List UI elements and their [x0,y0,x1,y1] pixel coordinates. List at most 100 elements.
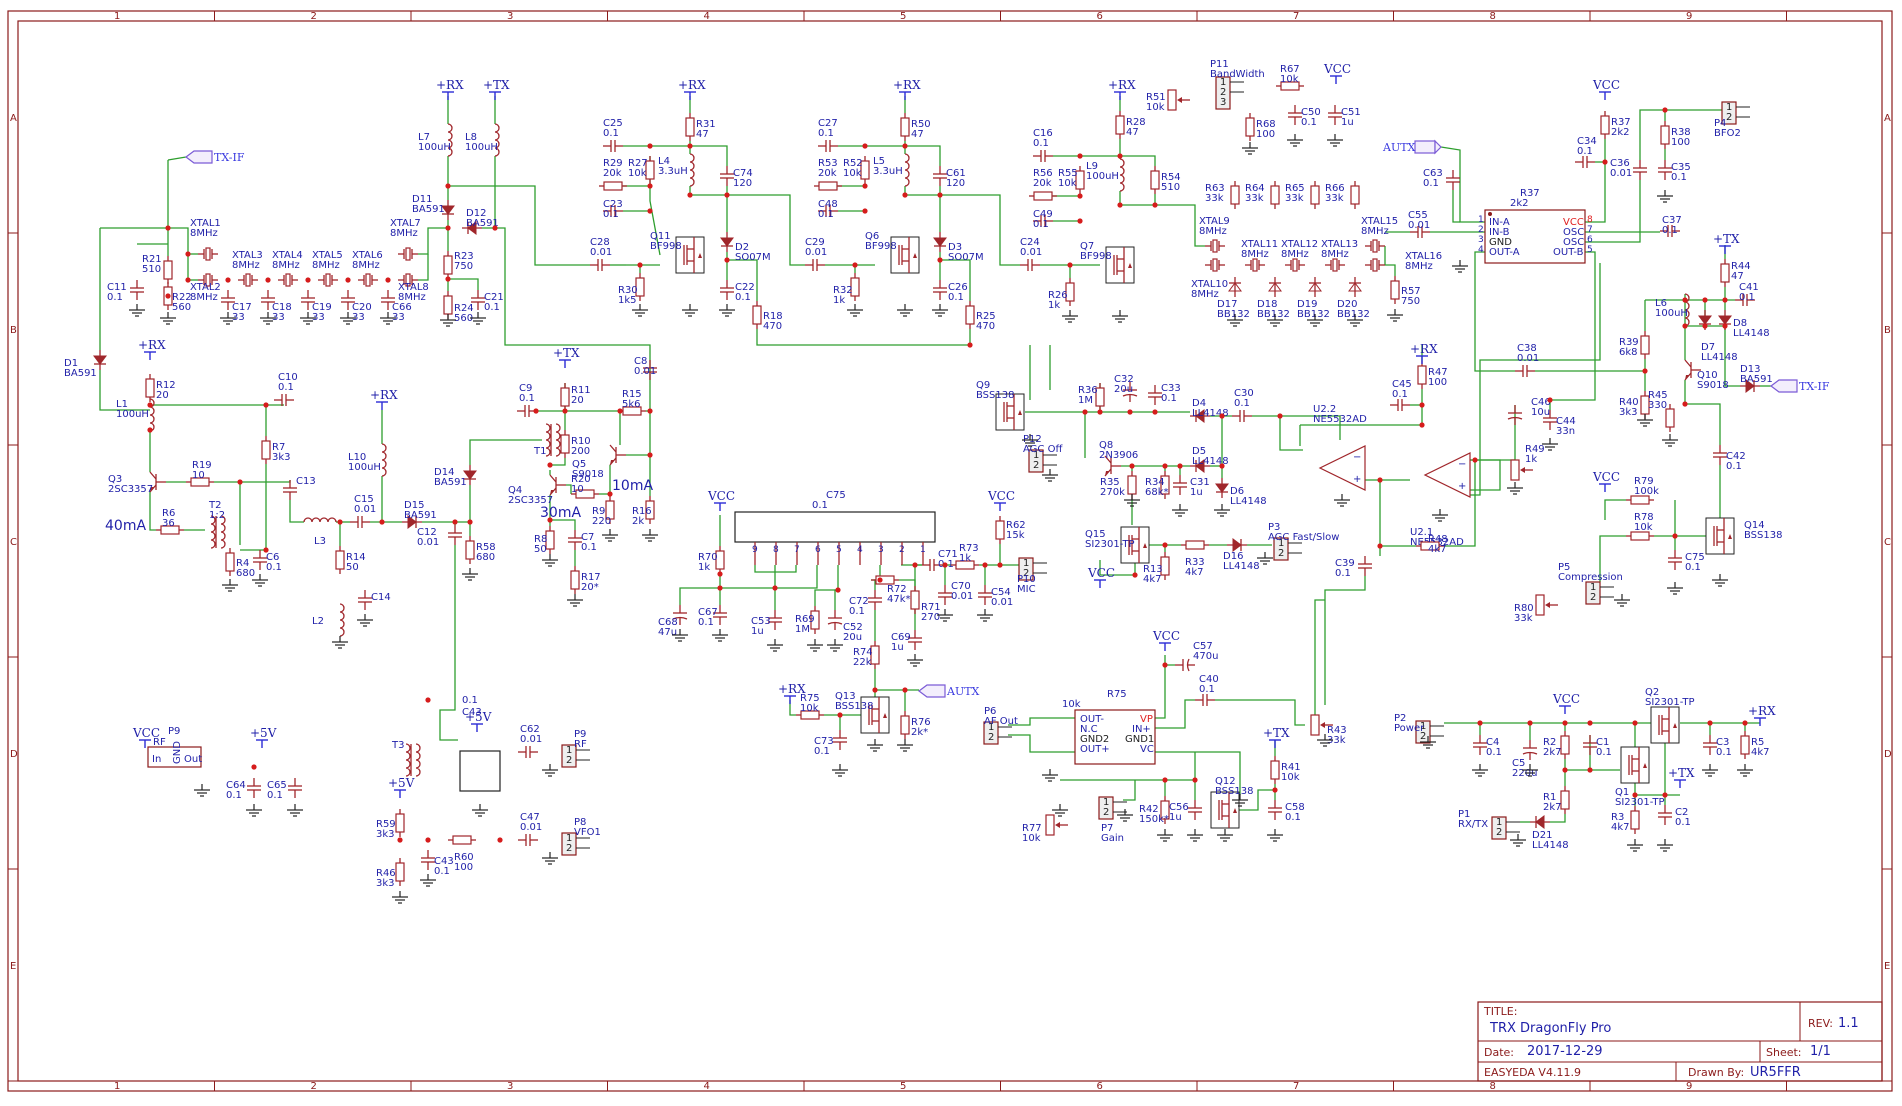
component-c7[interactable]: C70.1 [568,530,597,553]
net-port-tx-if-1[interactable]: TX-IF [185,150,245,164]
net-port-autx-1[interactable]: AUTX [1382,139,1442,155]
component-c71[interactable]: C710.1 [922,549,958,571]
net-port-tx-if-2[interactable]: TX-IF [1770,379,1830,393]
component-c13[interactable]: C13 [283,476,316,500]
component-c8[interactable]: C80.01 [634,356,657,380]
component-c2[interactable]: C20.1 [1658,805,1691,828]
net-port-autx-2[interactable]: AUTX [918,684,980,698]
component-t3[interactable]: T3 [391,740,421,777]
ic-u3-tda7052[interactable]: R75 10k OUT- N.C GND2 OUT+ VP IN+ GND1 V… [1062,689,1156,765]
component-l2[interactable]: L2 [312,603,345,637]
component-c14[interactable]: C14 [358,590,391,610]
component-l3[interactable]: L3 [303,517,337,547]
